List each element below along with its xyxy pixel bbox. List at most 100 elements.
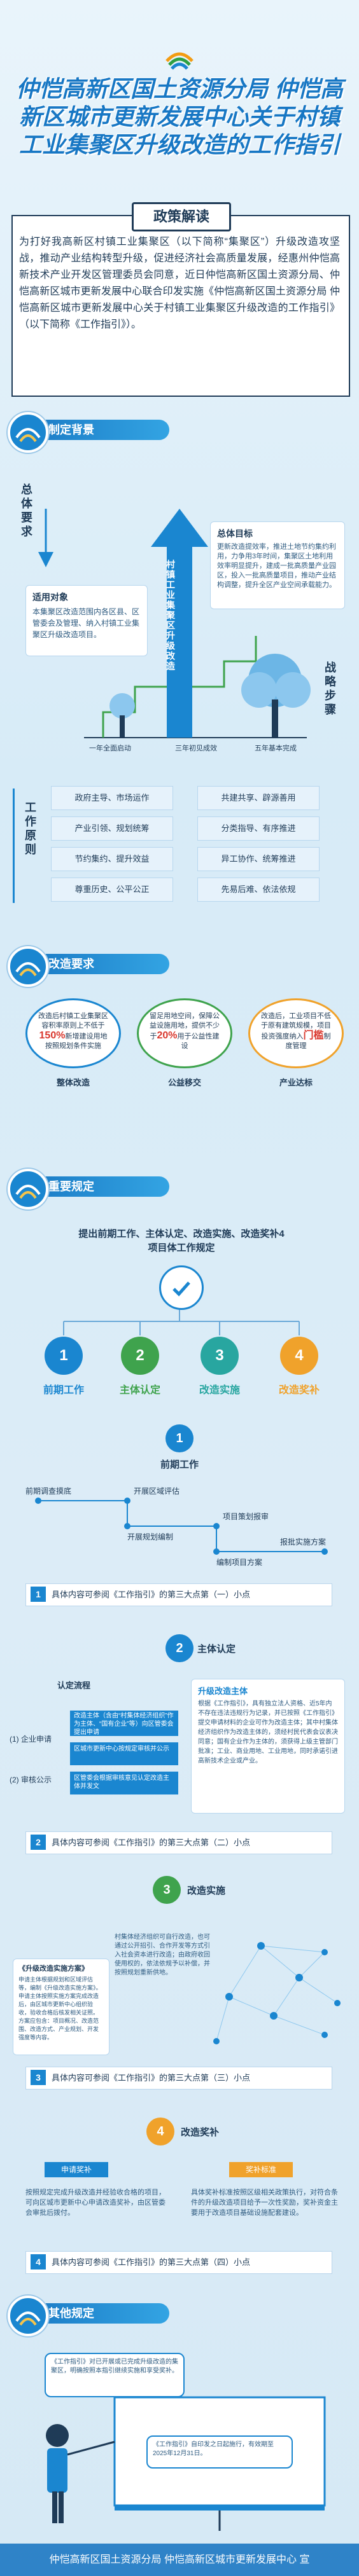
subject-panel-title: 升级改造主体	[198, 1686, 248, 1696]
reference-note: 具体内容可参阅《工作指引》的第三大点第（二）小点	[25, 1831, 332, 1854]
footer-text: 仲恺高新区国土资源分局 仲恺高新区城市更新发展中心 宣	[49, 2554, 310, 2565]
principle-item: 分类指导、有序推进	[197, 816, 320, 841]
section-badge-icon	[8, 1169, 48, 1209]
substep-badge: 1	[165, 1424, 194, 1452]
reference-note: 具体内容可参阅《工作指引》的第三大点第（三）小点	[25, 2067, 332, 2090]
requirement-3: 改造后，工业项目不低于原有建筑规模，项目投资强度纳入门槛制度管理	[248, 998, 344, 1068]
requirement-label: 整体改造	[56, 1078, 90, 1087]
reward-tag-right: 奖补标准	[229, 2162, 293, 2177]
reference-num: 1	[31, 1587, 46, 1602]
prework-node: 编制项目方案	[216, 1558, 263, 1567]
requirement-highlight: 150%	[39, 1030, 66, 1041]
prework-node: 开展规划编制	[127, 1533, 174, 1541]
prework-node: 报批实施方案	[280, 1538, 327, 1546]
network-diagram	[6, 1927, 353, 2054]
prework-flow: 前期调查摸底 开展区域评估 开展规划编制 项目策划报审 编制项目方案 报批实施方…	[25, 1475, 337, 1571]
principle-item: 政府主导、市场运作	[51, 786, 173, 810]
principles-grid: 政府主导、市场运作 产业引领、规划统筹 节约集约、提升效益 尊重历史、公平公正 …	[51, 786, 337, 913]
reference-text: 具体内容可参阅《工作指引》的第三大点第（二）小点	[52, 1838, 251, 1847]
substep-title: 主体认定	[197, 1644, 236, 1655]
prework-node: 前期调查摸底	[25, 1487, 72, 1496]
trunk-text: 村镇工业集聚区升级改造	[165, 560, 176, 672]
target-left-panel: 适用对象 本集聚区改造范围内各区县、区管委会及管理、纳入村镇工业集聚区升级改造项…	[25, 585, 148, 656]
principles-label: 工作原则	[24, 801, 36, 857]
intro-box	[11, 215, 350, 397]
requirement-highlight: 门槛	[303, 1030, 324, 1041]
bubble-2: 《工作指引》自印发之日起施行，有效期至2025年12月31日。	[146, 2435, 293, 2469]
section-title: 制定背景	[48, 424, 94, 436]
reference-note: 具体内容可参阅《工作指引》的第三大点第（一）小点	[25, 1583, 332, 1606]
flow-left-label: (2) 审核公示	[10, 1775, 52, 1784]
requirement-1: 改造后村镇工业集聚区容积率原则上不低于150%新增建设用地按照规划条件实施	[25, 998, 121, 1068]
step-circle: 4	[280, 1337, 318, 1375]
step-label: 主体认定	[119, 1385, 160, 1396]
principle-item: 异工协作、统筹推进	[197, 847, 320, 871]
plan-panel: 《升级改造实施方案》 申请主体根据规划和区域评估等，编制《升级改造实施方案》。申…	[13, 1959, 109, 2055]
requirement-text-2: 用于公益性建设	[177, 1033, 220, 1050]
section-title: 重要规定	[48, 1180, 94, 1193]
principle-item: 节约集约、提升效益	[51, 847, 173, 871]
target-right-title: 总体目标	[217, 528, 253, 539]
flow-step: 改造主体（含由“村集体经济组织”作为主体、“国有企业”等）向区管委会提出申请	[70, 1711, 178, 1736]
policy-tag: 政策解读	[132, 202, 231, 231]
requirement-label: 产业达标	[279, 1078, 313, 1087]
section-badge-icon	[8, 946, 48, 987]
section-title: 其他规定	[48, 2307, 94, 2320]
timeline-2: 三年初见成效	[175, 745, 217, 752]
reward-left-text: 按照规定完成升级改造并经验收合格的项目，可向区城市更新中心申请改造奖补，由区管委…	[25, 2189, 165, 2217]
flow-title: 认定流程	[57, 1681, 91, 1690]
requirement-text-2: 新增建设用地按照规划条件实施	[45, 1033, 108, 1050]
bubble-1: 《工作指引》对已开展或已完成升级改造的集聚区，明确按照本指引继续实施和享受奖补。	[45, 2353, 185, 2397]
reference-num: 4	[31, 2254, 46, 2269]
logo-icon	[164, 45, 195, 70]
prework-node: 开展区域评估	[134, 1487, 180, 1496]
intro-text: 为打好我高新区村镇工业集聚区（以下简称“集聚区”）升级改造攻坚战，推动产业结构转…	[19, 237, 340, 330]
target-left-text: 本集聚区改造范围内各区县、区管委会及管理、纳入村镇工业集聚区升级改造项目。	[32, 607, 140, 639]
subject-panel: 升级改造主体 根据《工作指引》，具有独立法人资格、近5年内不存在违法违规行为记录…	[191, 1679, 345, 1814]
step-circle: 1	[45, 1337, 83, 1375]
overall-label: 总体要求	[20, 483, 32, 539]
prework-node: 项目策划报审	[223, 1512, 269, 1521]
step-label: 改造实施	[199, 1385, 240, 1396]
rules-connector	[38, 1310, 325, 1335]
reference-text: 具体内容可参阅《工作指引》的第三大点第（一）小点	[52, 1590, 251, 1599]
timeline-1: 一年全面启动	[89, 745, 131, 752]
plan-panel-title: 《升级改造实施方案》	[18, 1965, 88, 1973]
requirements-row: 改造后村镇工业集聚区容积率原则上不低于150%新增建设用地按照规划条件实施 留足…	[25, 998, 344, 1094]
strategy-label: 战略步骤	[323, 661, 336, 717]
step-circle: 3	[201, 1337, 239, 1375]
target-right-panel: 总体目标 更新改造提效率，推进土地节约集约利用，力争用3年时间，集聚区土地利用效…	[210, 521, 345, 609]
substep-title: 前期工作	[160, 1459, 199, 1470]
requirement-highlight: 20%	[157, 1030, 178, 1041]
substep-badge: 3	[153, 1876, 181, 1904]
target-right-text: 更新改造提效率，推进土地节约集约利用，力争用3年时间，集聚区土地利用效率明显提升…	[217, 543, 336, 589]
reward-tag-left: 申请奖补	[45, 2162, 108, 2177]
requirement-text: 留足用地空间，保障公益设施用地，提供不少于	[150, 1012, 220, 1040]
principles-bracket	[13, 789, 40, 903]
section-title: 改造要求	[48, 958, 94, 970]
section-badge-icon	[8, 2296, 48, 2336]
substep-title: 改造奖补	[181, 2127, 220, 2138]
requirement-text: 改造后，工业项目不低于原有建筑规模，项目投资强度纳入	[261, 1012, 331, 1040]
reference-text: 具体内容可参阅《工作指引》的第三大点第（三）小点	[52, 2073, 251, 2083]
section-badge-icon	[8, 412, 48, 453]
principle-item: 共建共享、辟源善用	[197, 786, 320, 810]
reference-num: 3	[31, 2070, 46, 2085]
requirement-text-2: 制度管理	[285, 1033, 331, 1050]
flow-step: 区管委会根据审核意见认定改造主体并发文	[70, 1772, 178, 1794]
principle-item: 尊重历史、公平公正	[51, 878, 173, 902]
requirement-text: 改造后村镇工业集聚区容积率原则上不低于	[38, 1012, 108, 1030]
substep-badge: 4	[146, 2118, 174, 2146]
reference-note: 具体内容可参阅《工作指引》的第三大点第（四）小点	[25, 2251, 332, 2274]
page-title: 仲恺高新区国土资源分局 仲恺高新区城市更新发展中心关于村镇工业集聚区升级改造的工…	[15, 76, 343, 158]
footer: 仲恺高新区国土资源分局 仲恺高新区城市更新发展中心 宣	[0, 2544, 359, 2576]
background-diagram	[8, 471, 351, 769]
step-circle: 2	[121, 1337, 159, 1375]
principle-item: 产业引领、规划统筹	[51, 816, 173, 841]
reference-text: 具体内容可参阅《工作指引》的第三大点第（四）小点	[52, 2257, 251, 2267]
requirement-2: 留足用地空间，保障公益设施用地，提供不少于20%用于公益性建设	[137, 998, 232, 1068]
target-left-title: 适用对象	[32, 592, 68, 602]
requirement-label: 公益移交	[167, 1078, 201, 1087]
substep-badge: 2	[165, 1634, 194, 1662]
